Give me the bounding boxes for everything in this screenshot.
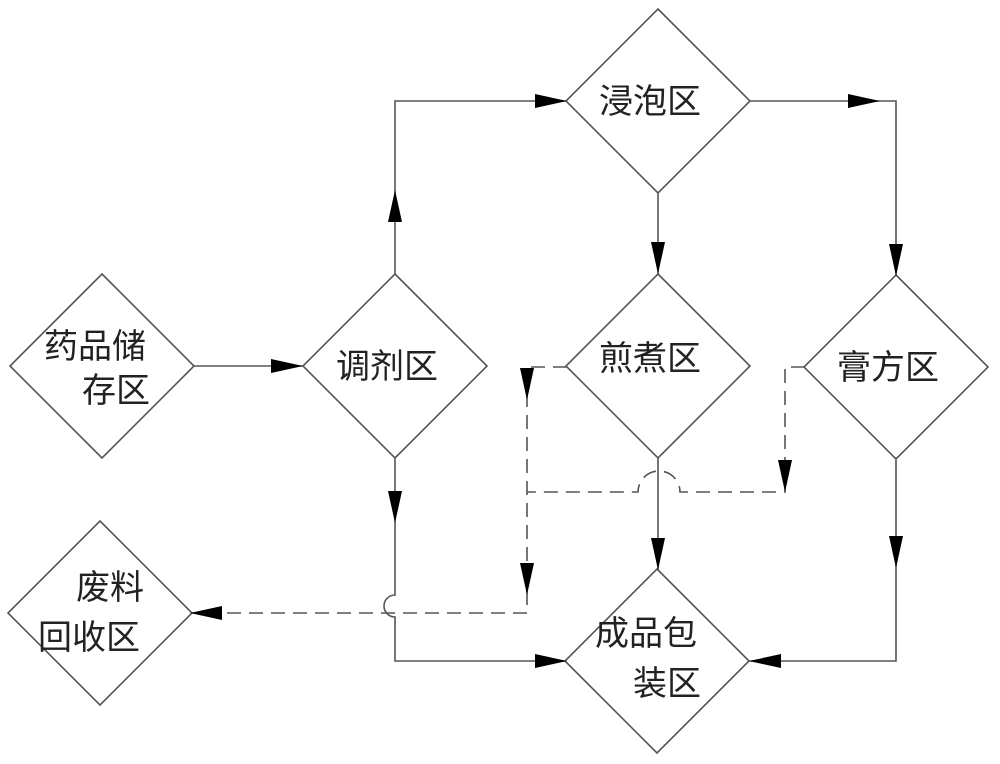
arrows-decoction-to-packaging — [651, 538, 665, 570]
arrows-paste-to-waste — [778, 460, 792, 492]
arrowhead-right-icon — [535, 94, 567, 108]
edge-soaking-to-paste — [750, 100, 897, 276]
node-label: 煎煮区 — [599, 339, 701, 379]
edge-paste-to-packaging — [749, 458, 897, 662]
node-decoction: 煎煮区 — [564, 272, 752, 460]
node-label: 存区 — [82, 371, 150, 411]
connector-line — [190, 366, 567, 614]
diamond-shape — [6, 519, 194, 707]
node-label: 装区 — [633, 664, 701, 704]
edge-dispensing-to-soaking — [394, 100, 567, 274]
arrowhead-down-icon — [520, 563, 534, 595]
edge-dispensing-to-packaging — [383, 457, 567, 662]
arrowhead-right-icon — [535, 654, 567, 668]
arrows-dispensing-to-packaging — [388, 491, 567, 668]
arrows-soaking-to-decoction — [651, 242, 665, 274]
node-dispensing: 调剂区 — [301, 272, 489, 460]
edge-paste-to-waste — [527, 366, 805, 493]
diamond-shape — [564, 272, 752, 460]
arrowhead-left-icon — [749, 654, 781, 668]
node-label: 调剂区 — [336, 347, 438, 387]
arrowhead-down-icon — [388, 491, 402, 523]
node-label: 浸泡区 — [599, 82, 701, 122]
arrows-paste-to-packaging — [749, 536, 903, 668]
node-paste: 膏方区 — [802, 273, 990, 461]
arrowhead-down-icon — [651, 538, 665, 570]
node-label: 药品储 — [44, 327, 146, 367]
arrows-soaking-to-paste — [848, 94, 903, 276]
diamond-shape — [802, 273, 990, 461]
diamond-shape — [8, 272, 196, 460]
edge-decoction-to-waste — [190, 366, 567, 614]
arrows-storage-to-dispensing — [271, 359, 303, 373]
edges-layer — [190, 100, 897, 662]
connector-line — [394, 100, 567, 274]
arrowhead-down-icon — [778, 460, 792, 492]
connector-line — [750, 100, 897, 276]
arrowhead-down-icon — [520, 368, 534, 400]
nodes-layer: 药品储存区调剂区浸泡区煎煮区膏方区废料回收区成品包装区 — [6, 7, 990, 755]
node-soaking: 浸泡区 — [564, 7, 752, 195]
connector-line — [383, 457, 567, 662]
arrowhead-down-icon — [889, 536, 903, 568]
arrows-dispensing-to-soaking — [388, 94, 567, 222]
connector-line — [749, 458, 897, 662]
arrows-decoction-to-waste — [190, 368, 534, 620]
connector-line — [527, 366, 805, 493]
arrowhead-right-icon — [848, 94, 880, 108]
diamond-shape — [563, 567, 751, 755]
arrowhead-down-icon — [651, 242, 665, 274]
node-label: 成品包 — [595, 614, 697, 654]
node-label: 废料 — [76, 568, 144, 608]
diamond-shape — [301, 272, 489, 460]
arrowhead-right-icon — [271, 359, 303, 373]
node-label: 膏方区 — [837, 348, 939, 388]
arrowhead-up-icon — [388, 190, 402, 222]
arrowhead-left-icon — [190, 606, 222, 620]
arrows-layer — [190, 94, 903, 668]
node-label: 回收区 — [38, 618, 140, 658]
diamond-shape — [564, 7, 752, 195]
arrowhead-down-icon — [889, 244, 903, 276]
